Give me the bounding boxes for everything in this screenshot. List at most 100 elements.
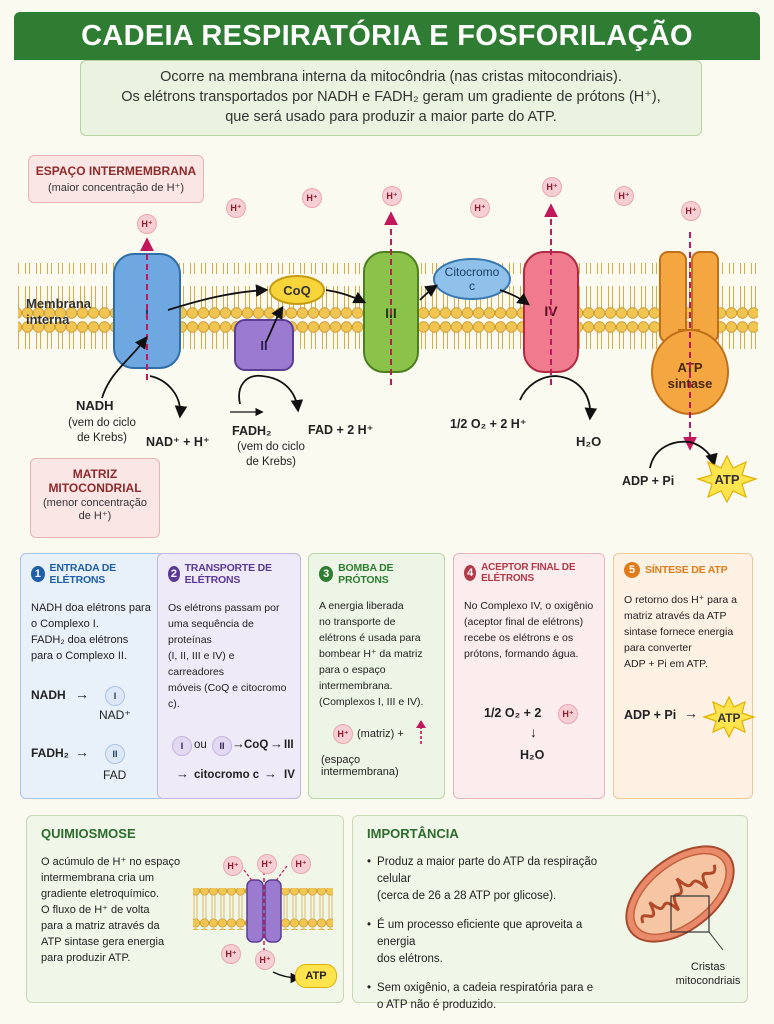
chemiosmosis-box: QUIMIOSMOSE O acúmulo de H⁺ no espaço in… (26, 815, 344, 1003)
card-electron-entry: 1 ENTRADA DE ELÉTRONS NADH doa elétrons … (20, 553, 166, 799)
eq-coq: CoQ (244, 739, 269, 751)
list-line: É um processo eficiente que aproveita a … (377, 919, 583, 948)
cristae-line: mitocondriais (675, 975, 741, 987)
intro-box: Ocorre na membrana interna da mitocôndri… (80, 60, 702, 136)
atp-synthase: ATP sintase (651, 251, 729, 415)
membrane-label-line: Membrana (26, 296, 92, 311)
card-final-acceptor: 4 ACEPTOR FINAL DE ELÉTRONS No Complexo … (453, 553, 605, 799)
chemiosmosis-title: QUIMIOSMOSE (41, 826, 136, 841)
card-body: No Complexo IV, o oxigênio (aceptor fina… (464, 598, 594, 662)
complex-i-label: I (145, 305, 149, 321)
bullet-icon: • (367, 982, 372, 994)
body-line: ATP sintase gera energia (41, 936, 165, 948)
zone-subtitle: (maior concentração de H⁺) (47, 182, 185, 194)
eq-intermembrane: (espaço intermembrana) (321, 754, 399, 778)
card-number: 5 (624, 562, 640, 578)
zone-title: ESPAÇO INTERMEMBRANA (35, 164, 197, 178)
card-line: (Complexos I, III e IV). (319, 696, 424, 708)
intro-line: que será usado para produzir a maior par… (225, 109, 557, 125)
fadh2-label: FADH₂ (232, 424, 272, 438)
card-line: elétrons é usada para (319, 632, 421, 644)
arrow-icon: → (684, 705, 698, 721)
card-equations: H⁺ (matriz) + (espaço intermembrana) (319, 720, 434, 778)
eq-nad: NAD⁺ (99, 708, 131, 722)
card-title: SÍNTESE DE ATP (645, 564, 728, 576)
eq-i: I (172, 736, 192, 756)
nad-label: NAD⁺ + H⁺ (146, 435, 210, 449)
title-bar: CADEIA RESPIRATÓRIA E FOSFORILAÇÃO OXIDA… (14, 12, 760, 100)
proton-badge: H⁺ (137, 214, 157, 234)
intro-line: Os elétrons transportados por NADH e FAD… (121, 89, 661, 105)
membrane-label-line: interna (26, 312, 70, 327)
proton-badge: H⁺ (226, 198, 246, 218)
proton-badge: H⁺ (291, 854, 311, 874)
coq-label: CoQ (283, 283, 310, 298)
eq-fadh: FADH₂ (31, 746, 69, 760)
coq: CoQ (269, 275, 325, 305)
fadh2-source: (vem do ciclo de Krebs) (226, 440, 316, 470)
fad-label: FAD + 2 H⁺ (308, 423, 374, 437)
eq-matrix: (matriz) + (357, 728, 404, 740)
card-line: bombear H⁺ da matriz (319, 648, 423, 660)
chemiosmosis-body: O acúmulo de H⁺ no espaço intermembrana … (41, 854, 180, 966)
source-line: (vem do ciclo (237, 441, 305, 453)
body-line: O fluxo de H⁺ de volta (41, 904, 150, 916)
card-title: BOMBA DE PRÓTONS (338, 562, 394, 586)
card-body: NADH doa elétrons para o Complexo I. FAD… (31, 600, 155, 664)
complex-ii-label: II (260, 338, 267, 353)
eq-or: ou (194, 739, 207, 751)
card-line: (I, II, III e IV) e carreadores (168, 650, 235, 678)
eq-i: I (105, 686, 125, 706)
arrow-icon: → (75, 686, 89, 702)
eq-ii: II (212, 736, 232, 756)
card-line: sintase fornece energia (624, 626, 734, 638)
card-line: NADH doa elétrons para (31, 602, 151, 614)
up-arrow-icon (416, 720, 426, 744)
eq-oxygen: 1/2 O₂ + 2 (484, 706, 542, 720)
eq-water: H₂O (520, 748, 545, 762)
card-line: recebe os elétrons e os (464, 632, 574, 644)
body-line: para a matriz através da (41, 920, 160, 932)
list-item: • É um processo eficiente que aproveita … (367, 917, 619, 968)
card-body: Os elétrons passam por uma sequência de … (168, 600, 290, 712)
arrow-icon: → (75, 744, 89, 760)
arrow-icon: → (264, 766, 277, 781)
importance-box: IMPORTÂNCIA • Produz a maior parte do AT… (352, 815, 748, 1011)
card-line: móveis (CoQ e citocromo c). (168, 682, 287, 710)
eq-iii: III (284, 739, 294, 751)
cristae-line: Cristas (690, 961, 726, 973)
nadh-source: (vem do ciclo de Krebs) (56, 416, 148, 446)
source-line: (vem do ciclo (68, 417, 136, 429)
card-line: A energia liberada (319, 600, 404, 612)
eq-fad: FAD (103, 768, 127, 782)
body-line: gradiente eletroquímico. (41, 888, 160, 900)
body-line: O acúmulo de H⁺ no espaço (41, 856, 181, 868)
zone-subtitle: (menor concentração (43, 497, 147, 509)
card-equations: 1/2 O₂ + 2 H⁺ ↓ H₂O (464, 704, 594, 774)
zone-title: MATRIZ (72, 467, 118, 481)
card-equations: ADP + Pi → ATP (624, 696, 756, 742)
card-atp-synthesis: 5 SÍNTESE DE ATP O retorno dos H⁺ para a… (613, 553, 756, 799)
card-line: No Complexo IV, o oxigênio (464, 600, 594, 612)
proton-badge: H⁺ (681, 201, 701, 221)
list-line: Produz a maior parte do ATP da respiraçã… (377, 856, 598, 885)
arrow-icon: → (176, 766, 189, 781)
proton-badge: H⁺ (333, 724, 353, 744)
list-item: • Produz a maior parte do ATP da respira… (367, 854, 619, 905)
card-number: 2 (168, 566, 180, 582)
card-line: intermembrana. (319, 680, 393, 692)
eq-nadh: NADH (31, 688, 66, 702)
list-line: dos elétrons. (377, 953, 443, 965)
bullet-icon: • (367, 856, 372, 868)
card-equations: I ou II → CoQ → III → citocromo c → IV (168, 736, 295, 816)
card-line: no transporte de (319, 616, 396, 628)
zone-title: MITOCONDRIAL (48, 481, 142, 495)
source-line: de Krebs) (246, 456, 296, 468)
proton-badge: H⁺ (542, 177, 562, 197)
list-line: Sem oxigênio, a cadeia respiratória para… (377, 982, 594, 994)
card-body: A energia liberada no transporte de elét… (319, 598, 434, 710)
proton-badge: H⁺ (255, 950, 275, 970)
list-line: (cerca de 26 a 28 ATP por glicose). (377, 890, 557, 902)
body-line: intermembrana cria um (41, 872, 155, 884)
card-line: FADH₂ doa elétrons (31, 634, 129, 646)
